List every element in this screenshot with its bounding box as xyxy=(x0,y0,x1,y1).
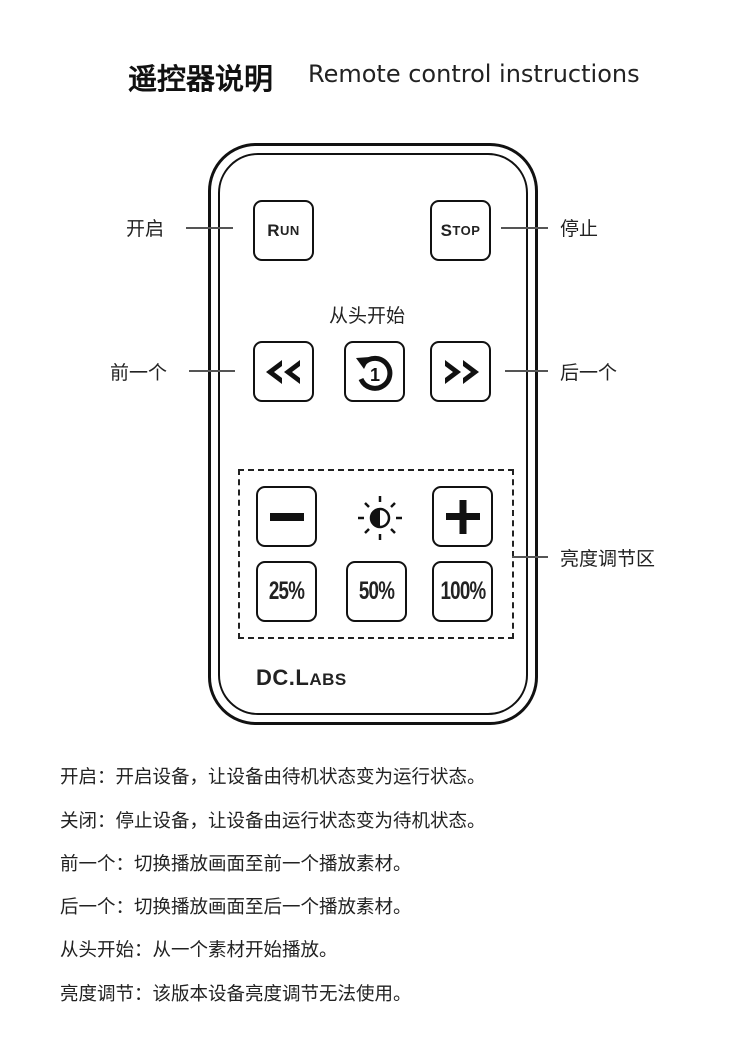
description-line: 前一个：切换播放画面至前一个播放素材。 xyxy=(60,854,412,875)
remote-inner-outline xyxy=(218,153,528,715)
callout-line-stop xyxy=(501,227,548,229)
description-line: 亮度调节：该版本设备亮度调节无法使用。 xyxy=(60,984,412,1005)
description-line: 开启：开启设备，让设备由待机状态变为运行状态。 xyxy=(60,767,486,788)
next-button[interactable] xyxy=(430,341,491,402)
run-label-big: R xyxy=(267,220,280,240)
title-chinese: 遥控器说明 xyxy=(128,62,274,96)
brightness-down-button[interactable] xyxy=(256,486,317,547)
remote-body xyxy=(208,143,538,725)
callout-stop: 停止 xyxy=(560,218,599,240)
brightness-100-label: 100% xyxy=(440,577,486,605)
double-chevron-right-icon xyxy=(444,359,479,384)
run-label-small: UN xyxy=(280,223,300,238)
previous-button[interactable] xyxy=(253,341,314,402)
callout-prev: 前一个 xyxy=(110,362,168,384)
minus-icon xyxy=(269,512,304,521)
callout-brightness: 亮度调节区 xyxy=(560,548,656,570)
brightness-25-label: 25% xyxy=(268,577,305,605)
double-chevron-left-icon xyxy=(265,359,300,384)
plus-icon xyxy=(445,499,480,534)
brightness-100-button[interactable]: 100% xyxy=(432,561,493,622)
brightness-50-label: 50% xyxy=(358,577,395,605)
brand-logo: DC.LABS xyxy=(256,665,347,690)
restart-label: 从头开始 xyxy=(329,305,406,327)
brightness-zone xyxy=(238,469,514,639)
description-line: 关闭：停止设备，让设备由运行状态变为待机状态。 xyxy=(60,811,486,832)
callout-line-next xyxy=(505,370,548,372)
brightness-25-button[interactable]: 25% xyxy=(256,561,317,622)
brightness-up-button[interactable] xyxy=(432,486,493,547)
restart-icon: 1 xyxy=(355,355,392,391)
callout-run: 开启 xyxy=(126,218,165,240)
title-english: Remote control instructions xyxy=(308,60,640,88)
callout-line-prev xyxy=(189,370,235,372)
brightness-50-button[interactable]: 50% xyxy=(346,561,407,622)
stop-label-big: S xyxy=(440,220,453,240)
callout-line-run xyxy=(186,227,233,229)
description-line: 从头开始：从一个素材开始播放。 xyxy=(60,940,338,961)
description-line: 后一个：切换播放画面至后一个播放素材。 xyxy=(60,897,412,918)
stop-label-small: TOP xyxy=(452,223,481,238)
callout-line-brightness xyxy=(512,556,548,558)
restart-digit: 1 xyxy=(369,365,379,385)
callout-next: 后一个 xyxy=(560,362,618,384)
restart-button[interactable]: 1 xyxy=(344,341,405,402)
brightness-icon xyxy=(358,496,402,540)
